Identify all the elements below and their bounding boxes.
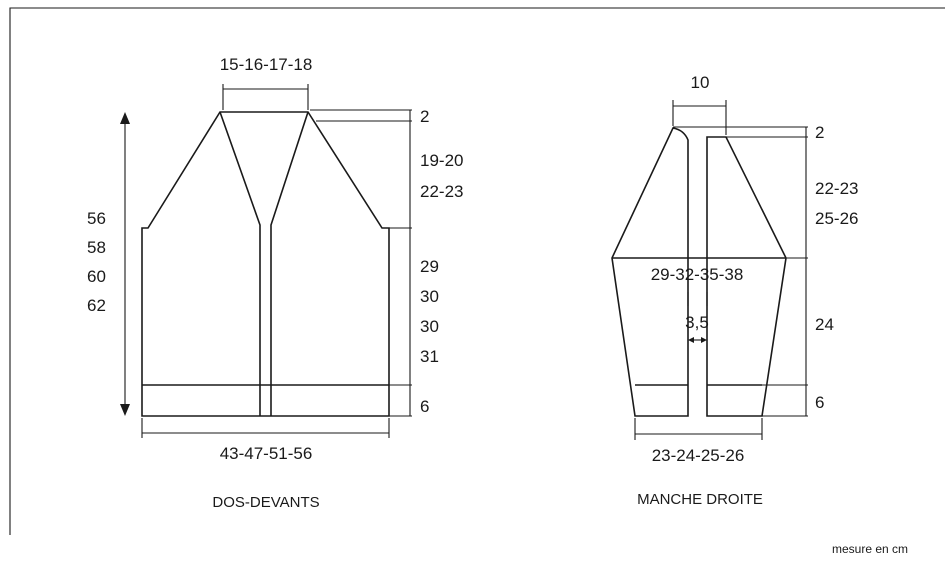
sleeve-raglan-depth-1: 22-23 xyxy=(815,179,858,198)
back-front-caption: DOS-DEVANTS xyxy=(212,494,319,511)
back-body-length-1: 29 xyxy=(420,257,439,276)
total-length-3: 60 xyxy=(87,267,106,286)
back-raglan-depth-1: 19-20 xyxy=(420,151,463,170)
sleeve-length-label: 24 xyxy=(815,315,834,334)
sleeve-gap-label: 3,5 xyxy=(685,313,709,332)
total-length-1: 56 xyxy=(87,209,106,228)
back-shoulder-depth: 2 xyxy=(420,107,429,126)
right-front-edge xyxy=(270,111,309,416)
total-length-arrow xyxy=(120,112,130,416)
neck-width-label: 15-16-17-18 xyxy=(220,55,313,74)
left-front-edge xyxy=(219,111,261,416)
back-body-length-3: 30 xyxy=(420,317,439,336)
back-body-length-2: 30 xyxy=(420,287,439,306)
sleeve-right-half xyxy=(706,136,787,417)
neck-width-dimension xyxy=(222,84,309,110)
back-body-length-4: 31 xyxy=(420,347,439,366)
bottom-width-label: 43-47-51-56 xyxy=(220,444,313,463)
back-vertical-dimension xyxy=(310,109,412,417)
frame-border xyxy=(9,7,945,535)
sleeve-top-width-label: 10 xyxy=(691,73,710,92)
sleeve-caption: MANCHE DROITE xyxy=(637,491,763,508)
cuff-width-dimension xyxy=(634,418,763,440)
sleeve-shoulder-depth: 2 xyxy=(815,123,824,142)
cuff-width-label: 23-24-25-26 xyxy=(652,446,745,465)
sleeve-top-width-dimension xyxy=(672,100,727,135)
total-length-4: 62 xyxy=(87,296,106,315)
sleeve-piece xyxy=(611,127,787,417)
back-front-outline xyxy=(141,111,390,417)
bottom-width-dimension xyxy=(141,418,390,438)
total-length-2: 58 xyxy=(87,238,106,257)
sleeve-raglan-depth-2: 25-26 xyxy=(815,209,858,228)
sleeve-upper-width-label: 29-32-35-38 xyxy=(651,265,744,284)
units-note: mesure en cm xyxy=(832,542,908,556)
back-rib-depth: 6 xyxy=(420,397,429,416)
back-raglan-depth-2: 22-23 xyxy=(420,182,463,201)
back-front-piece xyxy=(141,111,390,417)
sleeve-cuff-depth: 6 xyxy=(815,393,824,412)
sleeve-vertical-dimension xyxy=(673,126,808,417)
sleeve-gap-dimension xyxy=(687,292,708,343)
sleeve-left-half xyxy=(611,127,689,417)
